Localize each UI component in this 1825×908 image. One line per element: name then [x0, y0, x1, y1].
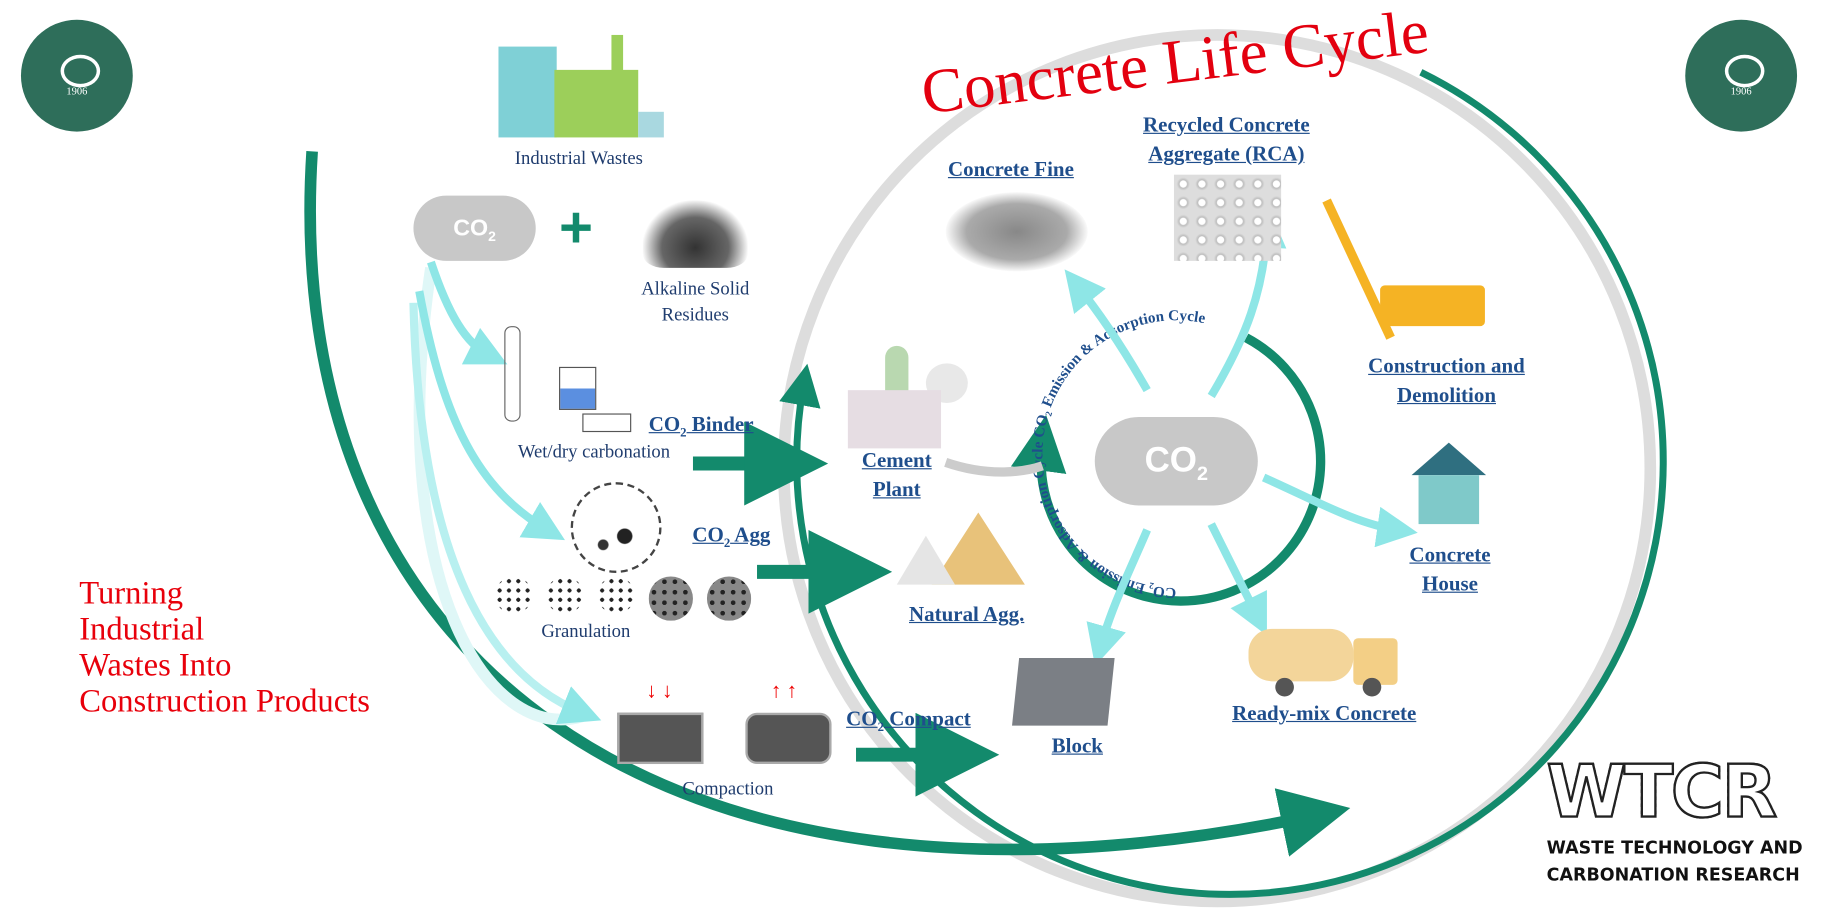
reactor-icon — [559, 366, 597, 410]
co2-cloud-icon: CO2 — [413, 195, 536, 261]
concrete-block-icon — [1012, 658, 1115, 726]
house-icon — [1411, 442, 1487, 476]
concrete-fine-pile — [945, 192, 1088, 272]
co2-agg-label[interactable]: CO2 Agg — [692, 522, 771, 551]
granulation-label: Granulation — [541, 621, 631, 642]
building-icon — [498, 46, 557, 138]
natural-agg-label[interactable]: Natural Agg. — [909, 602, 1025, 626]
concrete-fine-label[interactable]: Concrete Fine — [947, 157, 1074, 181]
co2-binder-label[interactable]: CO2 Binder — [648, 412, 754, 440]
plus-icon: + — [559, 194, 594, 260]
center-co2-cloud: CO2 — [1094, 416, 1258, 506]
compaction-label: Compaction — [682, 779, 774, 799]
rca-image — [1173, 174, 1282, 261]
industrial-wastes-label: Industrial Wastes — [514, 149, 643, 169]
press-down-arrows: ↓ ↓ — [646, 678, 673, 703]
press-up-arrows: ↑ ↑ — [770, 678, 798, 703]
block-label[interactable]: Block — [1051, 733, 1103, 758]
wtcr-logo: WTCR WASTE TECHNOLOGY AND CARBONATION RE… — [1545, 748, 1803, 886]
factory-icon — [554, 69, 639, 138]
mixer-truck-icon — [1248, 628, 1354, 682]
outer-cycle-arrow — [779, 69, 1667, 898]
alkaline-residue-pile — [642, 200, 748, 268]
crane-truck-icon — [1380, 285, 1485, 327]
compaction-mold-2 — [745, 712, 832, 765]
cement-plant-icon — [885, 345, 909, 405]
ready-mix-concrete-label[interactable]: Ready-mix Concrete — [1232, 701, 1417, 725]
granulation-particle-icon — [570, 482, 662, 574]
jinan-university-logo-right: 1906 — [1685, 19, 1798, 132]
gas-cylinder-icon — [504, 326, 521, 422]
co2-compact-label[interactable]: CO2 Compact — [846, 706, 971, 735]
controller-icon — [582, 413, 632, 433]
granules-row — [494, 576, 752, 626]
jinan-university-logo-left: 1906 — [20, 19, 133, 132]
compaction-mold-1 — [617, 712, 704, 765]
wet-dry-carbonation-label: Wet/dry carbonation — [517, 442, 671, 463]
